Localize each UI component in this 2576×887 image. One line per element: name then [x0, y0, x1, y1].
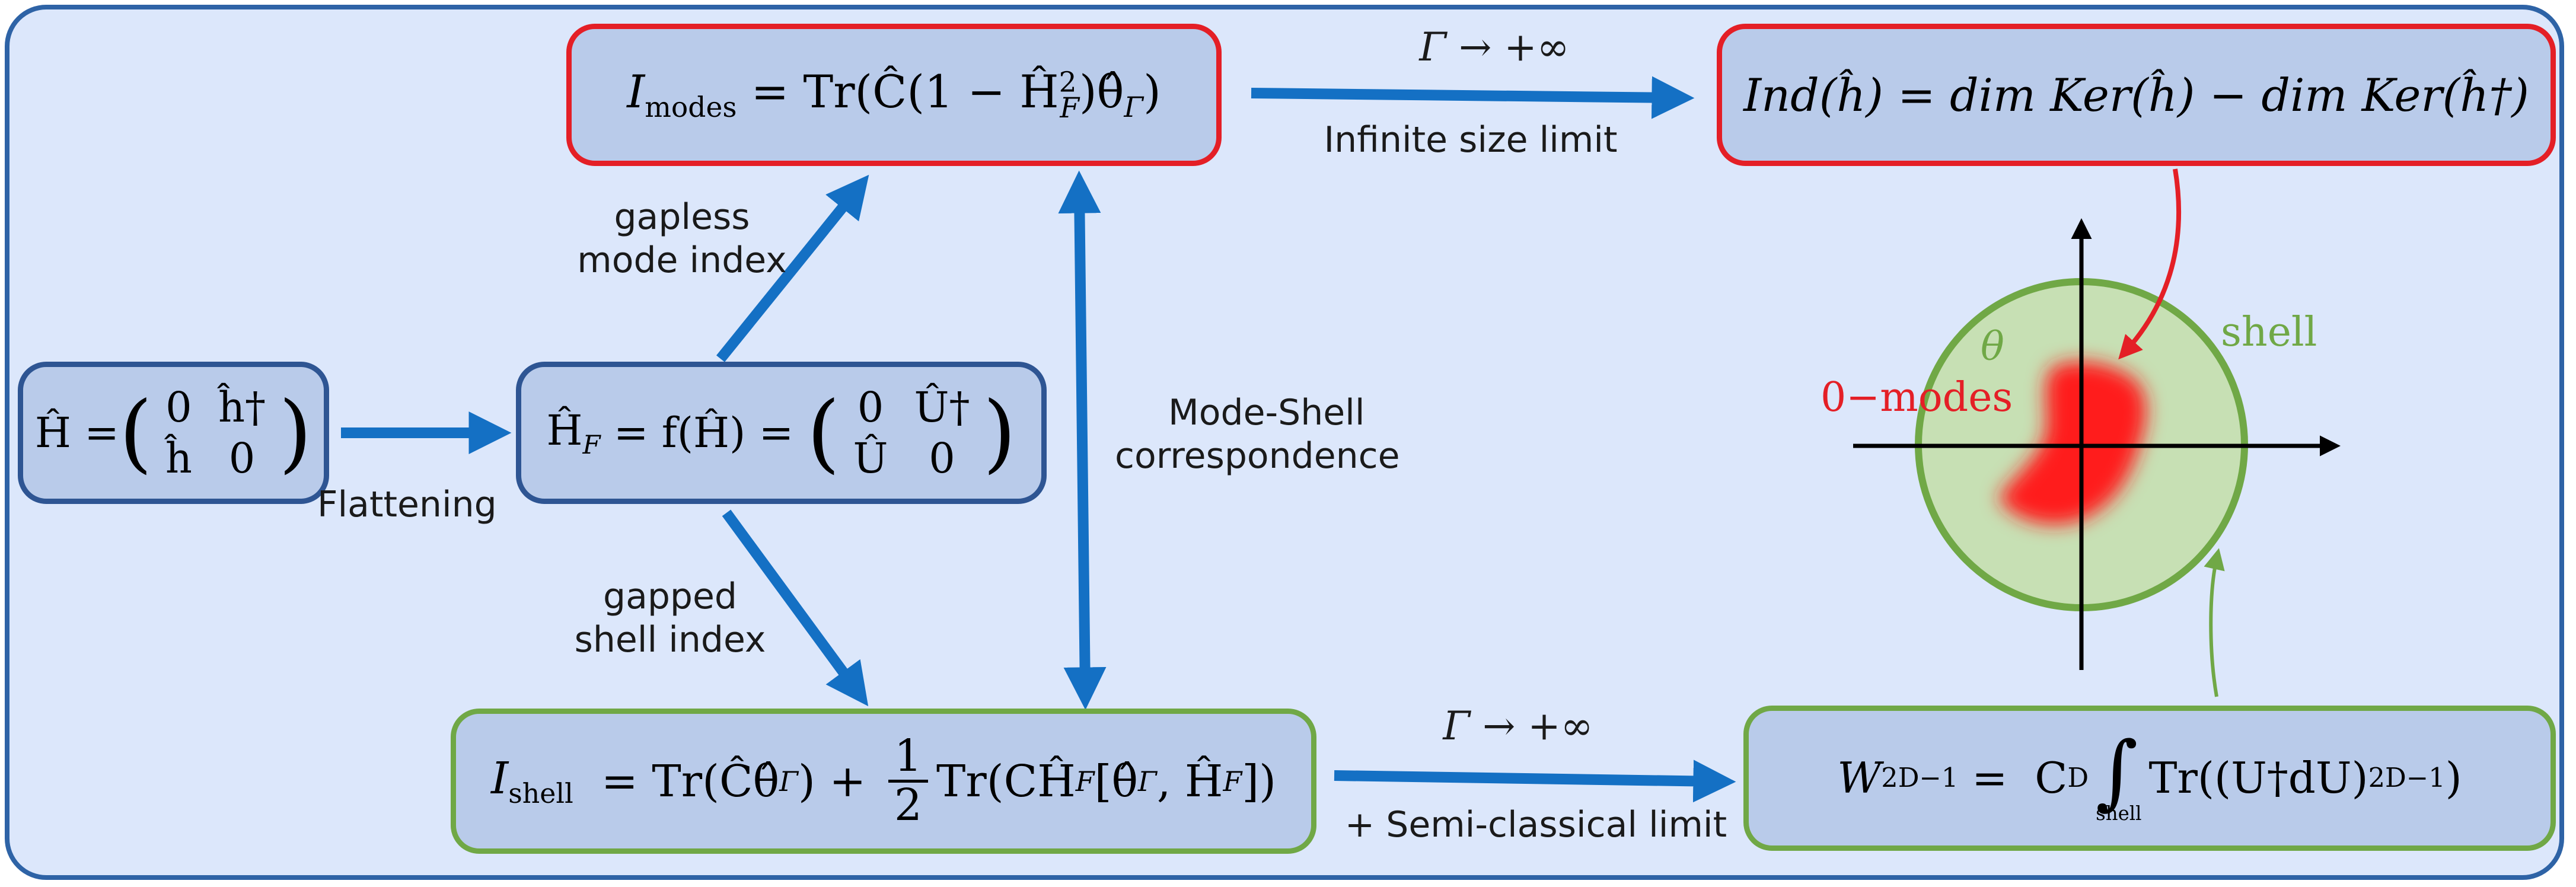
label-theta: θ [1981, 324, 2004, 369]
analytical-index-formula: Ind(ĥ) = dim Ker(ĥ) − dim Ker(ĥ†) [1743, 68, 2529, 122]
mode-index-formula: Imodes = Tr(Ĉ(1 − Ĥ2F)θ̂Γ) [627, 65, 1161, 125]
label-zero-modes: 0−modes [1821, 374, 2013, 421]
h-m22: 0 [228, 434, 256, 483]
hf-m21: Û [853, 434, 888, 483]
label-semi-classical: + Semi-classical limit [1344, 804, 1727, 845]
label-gamma-top: Γ → +∞ [1419, 24, 1570, 70]
h-m21: ĥ [165, 434, 192, 483]
arrow-red-zero-modes [2118, 168, 2181, 360]
arrow-gapless [716, 174, 869, 362]
hf-mid: = f(Ĥ) = [600, 409, 807, 457]
hf-m22: 0 [929, 434, 955, 483]
hf-m11: 0 [857, 383, 884, 432]
zero-modes-blob [1998, 361, 2147, 525]
label-shell: shell [2221, 309, 2317, 356]
h-m11: 0 [165, 383, 192, 432]
arrow-green-shell [2204, 548, 2225, 697]
label-infinite-size: Infinite size limit [1324, 119, 1618, 161]
label-flattening: Flattening [317, 484, 497, 525]
hf-m12: Û† [914, 383, 970, 432]
h-m12: ĥ† [218, 383, 266, 432]
analytical-index-box: Ind(ĥ) = dim Ker(ĥ) − dim Ker(ĥ†) [1717, 24, 2556, 166]
hf-lhs: ĤF [546, 406, 601, 460]
arrow-mode-shell [1058, 170, 1107, 710]
arrow-gapped [722, 509, 869, 707]
arrow-semi-classical [1334, 760, 1736, 803]
arrow-infinite-size [1251, 76, 1695, 119]
hamiltonian-lhs: Ĥ = [34, 409, 119, 457]
mode-index-box: Imodes = Tr(Ĉ(1 − Ĥ2F)θ̂Γ) [566, 24, 1222, 166]
label-gamma-bottom: Γ → +∞ [1443, 703, 1593, 749]
